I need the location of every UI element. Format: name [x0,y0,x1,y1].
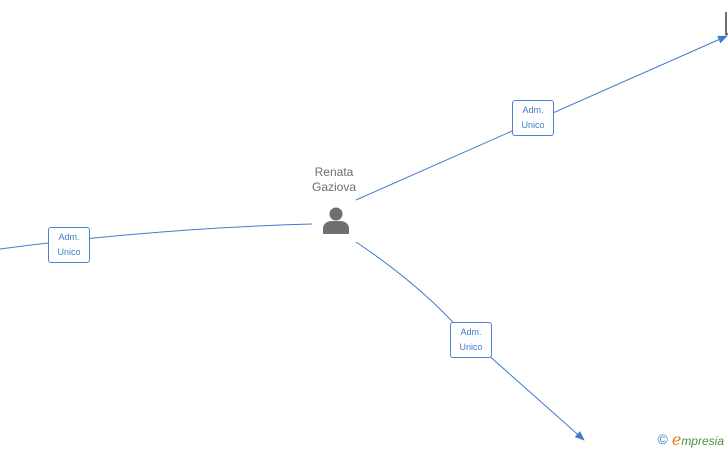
copyright-icon: © [657,431,668,447]
person-name-first: Renata [314,165,354,179]
offscreen-node-edge [722,12,728,38]
edge-label-type: Unico [521,120,545,130]
edge-label-ne[interactable]: Adm. Unico [512,100,554,136]
edge-label-role: Adm. [460,327,482,337]
empresia-logo: empresia [672,430,724,449]
edge-line-left [0,223,313,250]
empresia-watermark[interactable]: © empresia [657,430,724,449]
brand-initial: e [671,429,682,449]
person-name[interactable]: Renata Gaziova [294,165,374,195]
edge-label-left[interactable]: Adm. Unico [48,227,90,263]
person-icon[interactable] [321,205,351,235]
edge-label-type: Unico [57,247,81,257]
edge-label-se[interactable]: Adm. Unico [450,322,492,358]
brand-name: mpresia [681,433,724,448]
edge-label-role: Adm. [58,232,80,242]
edge-label-role: Adm. [522,105,544,115]
edge-label-type: Unico [459,342,483,352]
person-name-last: Gaziova [311,180,357,194]
